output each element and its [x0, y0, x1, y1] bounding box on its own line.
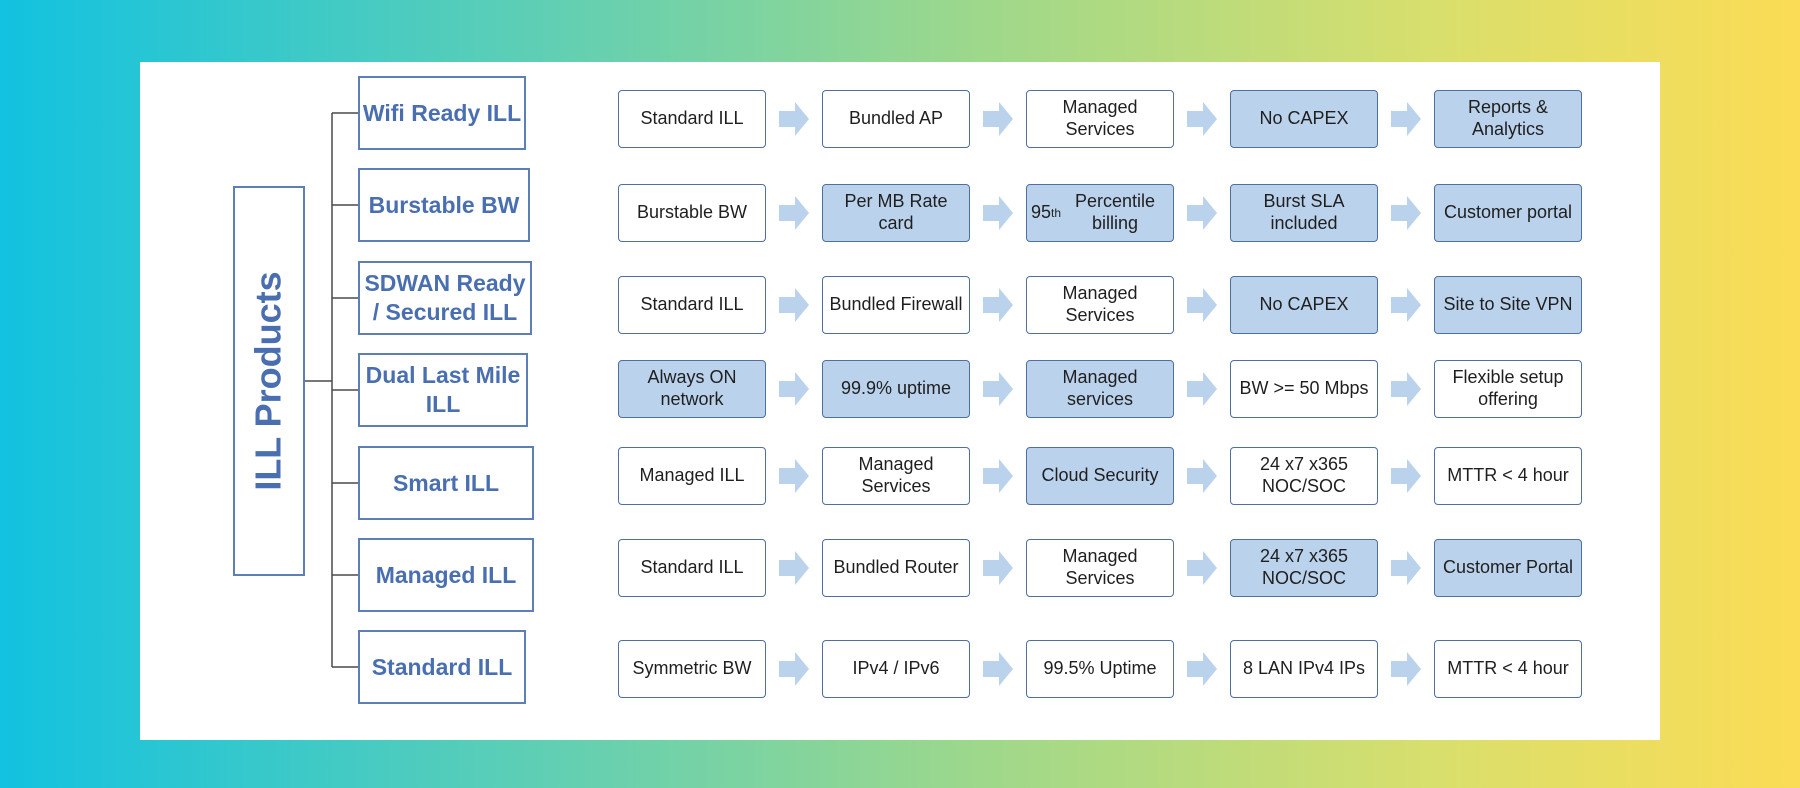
- arrow-right-icon: [1389, 193, 1423, 233]
- step-box: No CAPEX: [1230, 276, 1378, 334]
- step-box: Reports & Analytics: [1434, 90, 1582, 148]
- arrow-right-icon: [1185, 456, 1219, 496]
- arrow-right-icon: [777, 369, 811, 409]
- arrow-right-icon: [981, 649, 1015, 689]
- arrow-right-icon: [1389, 285, 1423, 325]
- step-box: Cloud Security: [1026, 447, 1174, 505]
- arrow-right-icon: [1389, 99, 1423, 139]
- arrow-right-icon: [981, 456, 1015, 496]
- step-box: Managed ILL: [618, 447, 766, 505]
- step-box: Bundled Firewall: [822, 276, 970, 334]
- arrow-right-icon: [1389, 548, 1423, 588]
- root-node: ILL Products: [233, 186, 305, 576]
- step-box: MTTR < 4 hour: [1434, 447, 1582, 505]
- product-wifi-ready: Wifi Ready ILL: [358, 76, 526, 150]
- step-box: MTTR < 4 hour: [1434, 640, 1582, 698]
- arrow-right-icon: [1185, 649, 1219, 689]
- arrow-right-icon: [777, 548, 811, 588]
- step-box: No CAPEX: [1230, 90, 1378, 148]
- arrow-right-icon: [1389, 369, 1423, 409]
- step-box: Managed services: [1026, 360, 1174, 418]
- arrow-right-icon: [1389, 649, 1423, 689]
- arrow-right-icon: [777, 285, 811, 325]
- step-box: 24 x7 x365 NOC/SOC: [1230, 447, 1378, 505]
- step-box: Per MB Rate card: [822, 184, 970, 242]
- arrow-right-icon: [1185, 548, 1219, 588]
- step-box: Bundled AP: [822, 90, 970, 148]
- arrow-right-icon: [981, 548, 1015, 588]
- step-box: Customer portal: [1434, 184, 1582, 242]
- arrow-right-icon: [1185, 99, 1219, 139]
- arrow-right-icon: [1185, 193, 1219, 233]
- arrow-right-icon: [981, 369, 1015, 409]
- step-box: Site to Site VPN: [1434, 276, 1582, 334]
- step-box: Standard ILL: [618, 276, 766, 334]
- product-dual-last-mile: Dual Last Mile ILL: [358, 353, 528, 427]
- product-sdwan-ready: SDWAN Ready / Secured ILL: [358, 261, 532, 335]
- arrow-right-icon: [1389, 456, 1423, 496]
- arrow-right-icon: [981, 193, 1015, 233]
- step-box: Bundled Router: [822, 539, 970, 597]
- step-box: Burstable BW: [618, 184, 766, 242]
- arrow-right-icon: [1185, 285, 1219, 325]
- connector-lines: [305, 112, 358, 668]
- step-box: Customer Portal: [1434, 539, 1582, 597]
- step-box: BW >= 50 Mbps: [1230, 360, 1378, 418]
- step-box: 99.9% uptime: [822, 360, 970, 418]
- step-box: Managed Services: [1026, 90, 1174, 148]
- step-box: 24 x7 x365 NOC/SOC: [1230, 539, 1378, 597]
- step-box: Managed Services: [822, 447, 970, 505]
- step-box: Always ON network: [618, 360, 766, 418]
- step-box: Standard ILL: [618, 90, 766, 148]
- arrow-right-icon: [981, 99, 1015, 139]
- step-box: IPv4 / IPv6: [822, 640, 970, 698]
- step-box: Symmetric BW: [618, 640, 766, 698]
- step-box: Burst SLA included: [1230, 184, 1378, 242]
- step-box: Flexible setup offering: [1434, 360, 1582, 418]
- product-burstable-bw: Burstable BW: [358, 168, 530, 242]
- step-box: Managed Services: [1026, 539, 1174, 597]
- arrow-right-icon: [1185, 369, 1219, 409]
- product-standard-ill: Standard ILL: [358, 630, 526, 704]
- step-box: 8 LAN IPv4 IPs: [1230, 640, 1378, 698]
- diagram-card: ILL Products Wifi Ready ILL Standard ILL B…: [140, 62, 1660, 740]
- arrow-right-icon: [777, 99, 811, 139]
- arrow-right-icon: [777, 456, 811, 496]
- root-label: ILL Products: [248, 271, 290, 491]
- arrow-right-icon: [981, 285, 1015, 325]
- step-box: 99.5% Uptime: [1026, 640, 1174, 698]
- step-box: Managed Services: [1026, 276, 1174, 334]
- product-smart-ill: Smart ILL: [358, 446, 534, 520]
- product-managed-ill: Managed ILL: [358, 538, 534, 612]
- step-box: Standard ILL: [618, 539, 766, 597]
- arrow-right-icon: [777, 649, 811, 689]
- arrow-right-icon: [777, 193, 811, 233]
